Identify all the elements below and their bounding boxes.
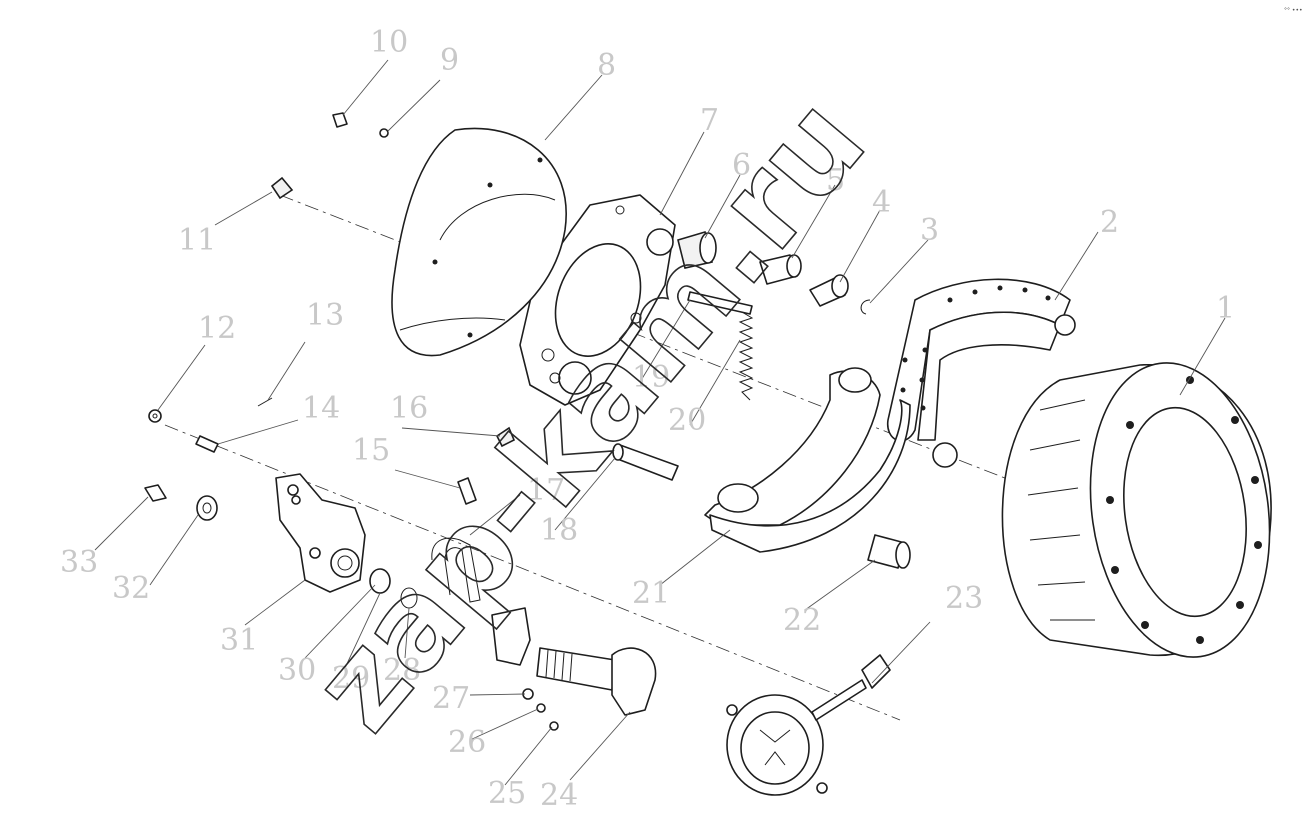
brake-drum bbox=[1001, 362, 1272, 658]
label-33: 33 bbox=[60, 545, 98, 580]
label-30: 30 bbox=[278, 653, 316, 688]
label-18: 18 bbox=[540, 513, 578, 548]
label-16: 16 bbox=[390, 391, 428, 426]
callout-numbers: 1 2 3 4 5 6 7 8 9 10 11 12 13 14 15 16 1… bbox=[60, 25, 1235, 813]
label-21: 21 bbox=[632, 576, 670, 611]
brake-spider bbox=[519, 194, 676, 406]
roller-pin-18 bbox=[612, 443, 679, 481]
label-9: 9 bbox=[440, 43, 459, 78]
brake-chamber-23 bbox=[726, 654, 891, 796]
grease-fitting-11 bbox=[270, 176, 294, 200]
clip-17 bbox=[431, 537, 481, 603]
cam-bracket bbox=[491, 607, 531, 666]
label-17: 17 bbox=[527, 473, 565, 508]
corner-mark: °° ••• bbox=[1284, 7, 1303, 14]
label-25: 25 bbox=[488, 776, 526, 811]
label-31: 31 bbox=[220, 623, 258, 658]
pin-14 bbox=[195, 435, 219, 453]
bushing-6 bbox=[677, 230, 717, 269]
retaining-clip-3 bbox=[860, 299, 871, 315]
anchor-pin bbox=[687, 291, 753, 315]
washer-12 bbox=[148, 409, 162, 423]
pin-13 bbox=[257, 397, 273, 407]
label-29: 29 bbox=[332, 661, 370, 696]
bushing-4 bbox=[809, 274, 849, 307]
leader-lines bbox=[94, 59, 1226, 786]
bolt-33 bbox=[144, 484, 167, 502]
label-32: 32 bbox=[112, 571, 150, 606]
label-3: 3 bbox=[920, 213, 939, 248]
label-13: 13 bbox=[306, 298, 344, 333]
camshaft-24 bbox=[536, 647, 657, 716]
washer-32 bbox=[196, 495, 218, 521]
label-20: 20 bbox=[668, 403, 706, 438]
watermark-text: zap-kam.ru bbox=[285, 71, 892, 756]
label-28: 28 bbox=[383, 653, 421, 688]
label-4: 4 bbox=[872, 185, 891, 220]
label-14: 14 bbox=[302, 391, 340, 426]
label-8: 8 bbox=[597, 48, 616, 83]
label-1: 1 bbox=[1216, 291, 1235, 326]
grease-nipple-16 bbox=[495, 426, 516, 448]
label-6: 6 bbox=[732, 148, 751, 183]
dust-shield bbox=[391, 127, 567, 357]
label-26: 26 bbox=[448, 725, 486, 760]
label-5: 5 bbox=[826, 163, 845, 198]
label-10: 10 bbox=[370, 25, 408, 60]
nut-25 bbox=[549, 721, 559, 731]
label-2: 2 bbox=[1100, 205, 1119, 240]
label-11: 11 bbox=[178, 223, 216, 258]
slack-adjuster-31 bbox=[275, 473, 366, 593]
bushing-5 bbox=[759, 254, 802, 285]
label-22: 22 bbox=[783, 603, 821, 638]
lower-brake-shoe bbox=[704, 367, 911, 553]
label-19: 19 bbox=[632, 360, 670, 395]
washer-9 bbox=[379, 128, 389, 138]
nut-26 bbox=[536, 703, 546, 713]
label-23: 23 bbox=[945, 581, 983, 616]
label-24: 24 bbox=[540, 778, 578, 813]
key-15 bbox=[457, 477, 477, 505]
label-15: 15 bbox=[352, 433, 390, 468]
assembly-axis-lines bbox=[164, 194, 1011, 721]
upper-brake-shoe bbox=[887, 278, 1076, 468]
label-7: 7 bbox=[700, 103, 719, 138]
bolt-10 bbox=[332, 112, 348, 128]
bushing-22 bbox=[867, 534, 911, 569]
label-12: 12 bbox=[198, 311, 236, 346]
return-spring bbox=[738, 311, 754, 401]
label-27: 27 bbox=[432, 681, 470, 716]
